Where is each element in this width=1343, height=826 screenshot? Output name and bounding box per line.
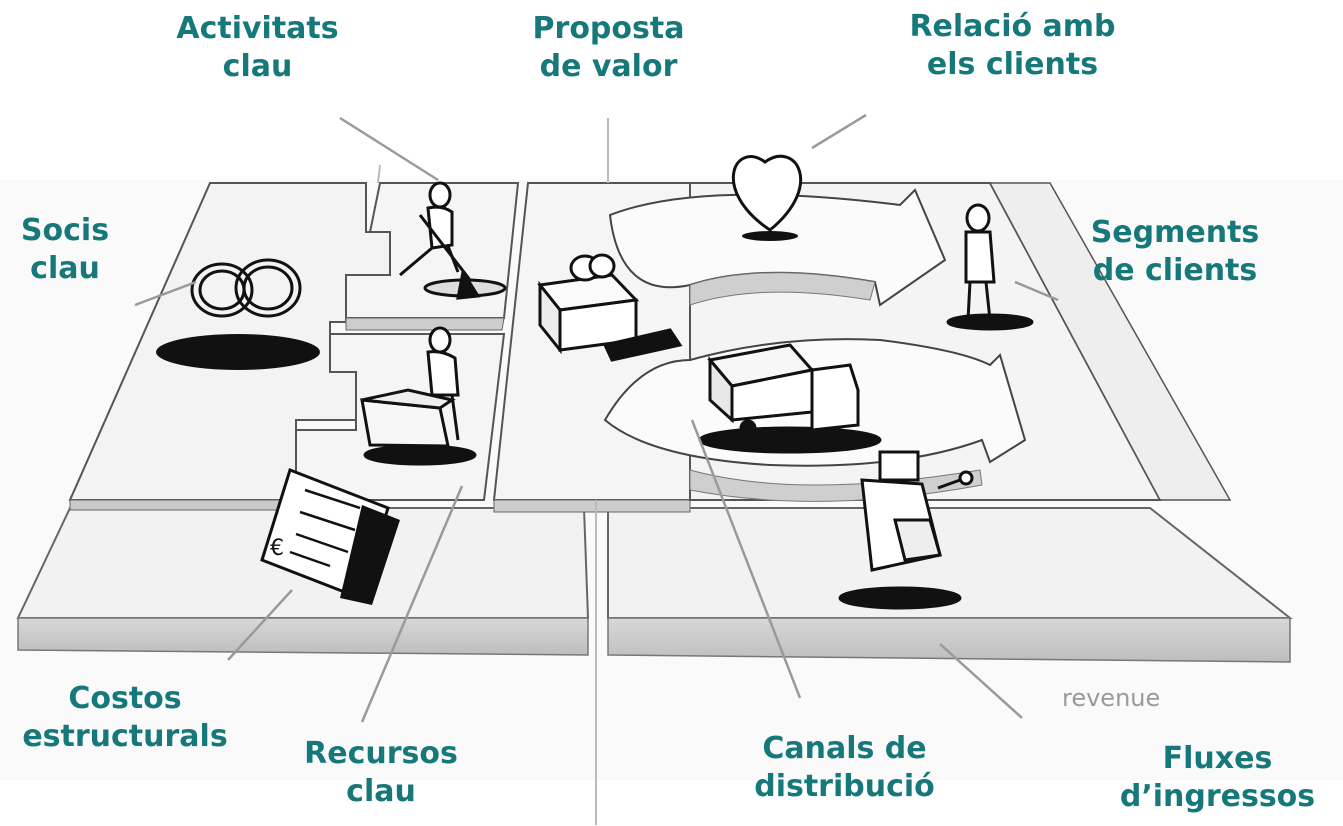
- label-activitats-clau: Activitats clau: [170, 10, 345, 85]
- svg-text:€: €: [270, 536, 284, 561]
- leader-lines: [134, 113, 1059, 723]
- label-line: estructurals: [22, 718, 228, 754]
- label-line: Fluxes: [1162, 741, 1273, 776]
- revenue-caption: revenue: [1062, 684, 1161, 712]
- label-fluxes-dingressos: Fluxes d’ingressos: [1105, 740, 1330, 815]
- label-line: de valor: [539, 48, 678, 84]
- label-line: clau: [222, 48, 293, 84]
- delivery-truck-icon: [698, 343, 882, 454]
- digging-person-icon: [399, 181, 507, 300]
- label-proposta-de-valor: Proposta de valor: [516, 10, 701, 85]
- label-line: Recursos: [304, 736, 458, 771]
- label-line: els clients: [926, 46, 1099, 82]
- interlocked-rings-icon: [156, 258, 320, 370]
- canvas-seams: [377, 118, 609, 825]
- label-line: Proposta: [532, 11, 685, 46]
- label-relacio-amb-els-clients: Relació amb els clients: [900, 8, 1125, 83]
- label-line: distribució: [754, 768, 935, 804]
- cost-document-icon: €: [260, 468, 400, 605]
- customer-person-icon: [946, 203, 1034, 331]
- label-line: Costos: [68, 681, 182, 716]
- relationship-arrow: [608, 188, 947, 307]
- label-line: clau: [30, 250, 100, 286]
- label-line: de clients: [1092, 252, 1258, 288]
- label-recursos-clau: Recursos clau: [286, 735, 476, 810]
- cash-register-icon: [838, 450, 974, 610]
- label-line: clau: [346, 773, 416, 809]
- label-line: Activitats: [176, 11, 339, 46]
- gift-box-icon: [537, 253, 683, 362]
- label-line: Canals de: [762, 731, 927, 766]
- heart-icon: [731, 154, 803, 241]
- label-canals-de-distribucio: Canals de distribució: [742, 730, 947, 805]
- label-costos-estructurals: Costos estructurals: [0, 680, 250, 755]
- revenue-streams-block: [607, 507, 1293, 663]
- label-line: Relació amb: [909, 9, 1116, 44]
- label-line: Segments: [1090, 215, 1260, 250]
- label-segments-de-clients: Segments de clients: [1075, 214, 1275, 289]
- label-line: Socis: [20, 213, 110, 248]
- label-line: d’ingressos: [1119, 778, 1316, 814]
- worker-with-machine-icon: [360, 326, 477, 466]
- label-socis-clau: Socis clau: [10, 212, 120, 287]
